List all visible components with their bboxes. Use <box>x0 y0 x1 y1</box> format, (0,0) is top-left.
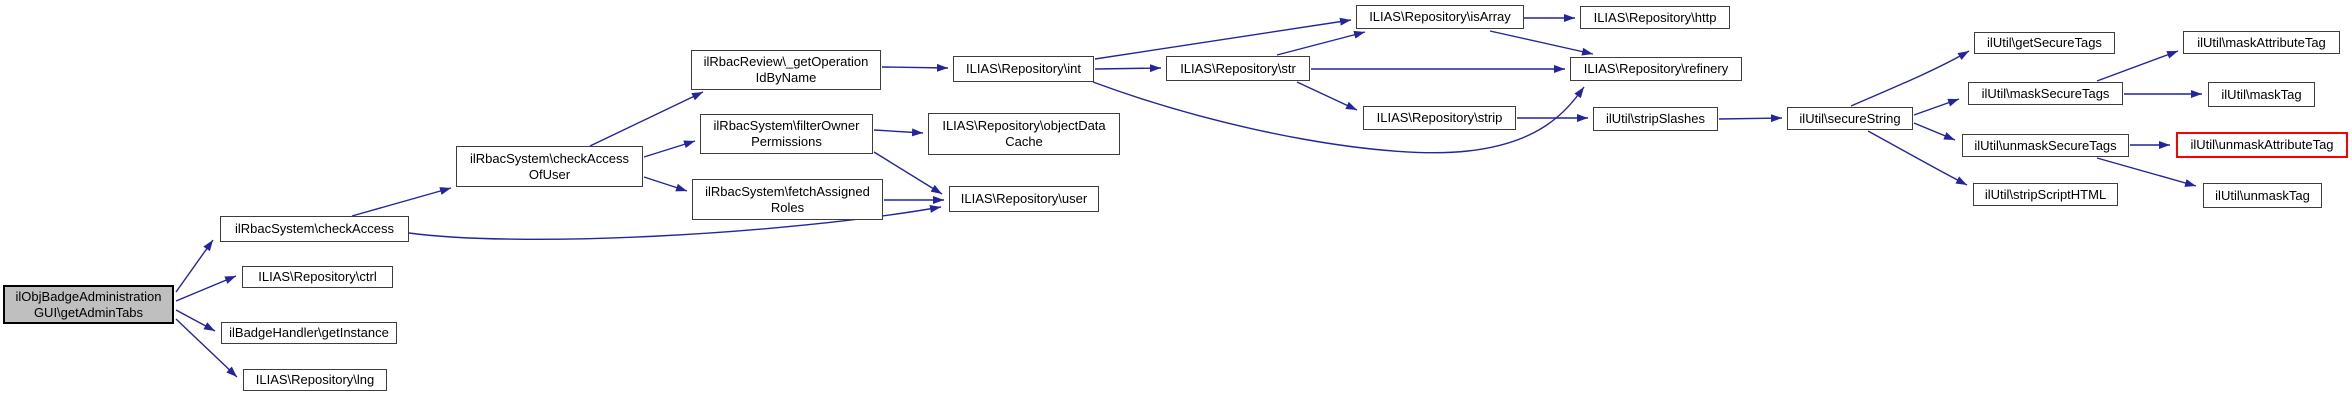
node-ilias-repository-user[interactable]: ILIAS\Repository\user <box>949 186 1099 212</box>
edge-str-isArray <box>1276 30 1366 56</box>
edge-isArray-refinery <box>1489 30 1594 56</box>
edge-secureString-stripScriptHTML <box>1867 130 1968 186</box>
node-ilbadgehandler-getinstance[interactable]: ilBadgeHandler\getInstance <box>221 322 397 344</box>
node-ilrbacsystem-fetchassignedroles[interactable]: ilRbacSystem\fetchAssigned Roles <box>692 179 883 220</box>
edge-unmaskSecureTags-unmaskTag <box>2096 157 2197 187</box>
edge-getAdminTabs-checkAccess <box>175 239 214 293</box>
node-ilrbacsystem-checkaccess[interactable]: ilRbacSystem\checkAccess <box>220 216 409 242</box>
node-ilias-repository-lng[interactable]: ILIAS\Repository\lng <box>243 369 387 391</box>
node-ilutil-getsecuretags[interactable]: ilUtil\getSecureTags <box>1974 32 2115 54</box>
node-ilutil-unmasktag[interactable]: ilUtil\unmaskTag <box>2203 183 2322 208</box>
edge-int-str <box>1094 64 1162 73</box>
edge-getAdminTabs-lng <box>175 318 238 378</box>
edge-getOperationIdByName-int <box>881 63 949 72</box>
edge-secureString-getSecureTags <box>1850 50 1970 107</box>
node-ilutil-stripslashes[interactable]: ilUtil\stripSlashes <box>1593 107 1718 131</box>
edge-secureString-unmaskSecureTags <box>1913 122 1956 141</box>
edge-getAdminTabs-ctrl <box>175 275 237 302</box>
node-ilutil-unmasksecuretags[interactable]: ilUtil\unmaskSecureTags <box>1962 134 2129 157</box>
edge-filterOwnerPermissions-user <box>873 151 943 195</box>
node-ilias-repository-int[interactable]: ILIAS\Repository\int <box>953 56 1094 82</box>
edge-maskSecureTags-maskAttributeTag <box>2096 50 2179 82</box>
node-ilutil-masktag[interactable]: ilUtil\maskTag <box>2208 82 2315 107</box>
node-ilias-repository-strip[interactable]: ILIAS\Repository\strip <box>1363 106 1516 130</box>
edge-int-refinery <box>1092 81 1585 154</box>
edge-checkAccessOfUser-fetchAssignedRoles <box>643 176 688 192</box>
node-ilias-repository-objectdatacache[interactable]: ILIAS\Repository\objectData Cache <box>928 113 1120 155</box>
node-ilobjbadgeadministrationgui-getadmintabs: ilObjBadgeAdministration GUI\getAdminTab… <box>3 285 174 324</box>
node-ilutil-masksecuretags[interactable]: ilUtil\maskSecureTags <box>1968 82 2123 105</box>
edge-checkAccessOfUser-getOperationIdByName <box>589 91 704 147</box>
node-ilutil-maskattributetag[interactable]: ilUtil\maskAttributeTag <box>2183 31 2340 54</box>
node-ilias-repository-ctrl[interactable]: ILIAS\Repository\ctrl <box>242 266 393 288</box>
edge-int-isArray <box>1094 17 1352 60</box>
node-ilutil-securestring[interactable]: ilUtil\secureString <box>1787 107 1913 130</box>
edge-getAdminTabs-getInstance <box>175 309 216 332</box>
node-ilrbacsystem-filterownerpermissions[interactable]: ilRbacSystem\filterOwner Permissions <box>700 114 873 154</box>
edge-checkAccessOfUser-filterOwnerPermissions <box>643 140 696 158</box>
node-ilias-repository-str[interactable]: ILIAS\Repository\str <box>1166 56 1310 81</box>
node-ilutil-unmaskattributetag[interactable]: ilUtil\unmaskAttributeTag <box>2176 132 2348 158</box>
node-ilias-repository-isarray[interactable]: ILIAS\Repository\isArray <box>1356 5 1524 29</box>
edge-stripSlashes-secureString <box>1718 114 1783 123</box>
node-ilutil-stripscripthtml[interactable]: ilUtil\stripScriptHTML <box>1973 183 2118 206</box>
edge-filterOwnerPermissions-objectDataCache <box>873 128 924 137</box>
edge-str-strip <box>1296 81 1358 111</box>
node-ilias-repository-http[interactable]: ILIAS\Repository\http <box>1580 6 1730 29</box>
edge-checkAccess-checkAccessOfUser <box>351 187 452 217</box>
node-ilrbacsystem-checkaccessofuser[interactable]: ilRbacSystem\checkAccess OfUser <box>456 146 643 187</box>
edge-secureString-maskSecureTags <box>1913 98 1960 116</box>
node-ilias-repository-refinery[interactable]: ILIAS\Repository\refinery <box>1570 57 1742 81</box>
node-ilrbacreview-getoperationidbyname[interactable]: ilRbacReview\_getOperation IdByName <box>691 50 881 90</box>
